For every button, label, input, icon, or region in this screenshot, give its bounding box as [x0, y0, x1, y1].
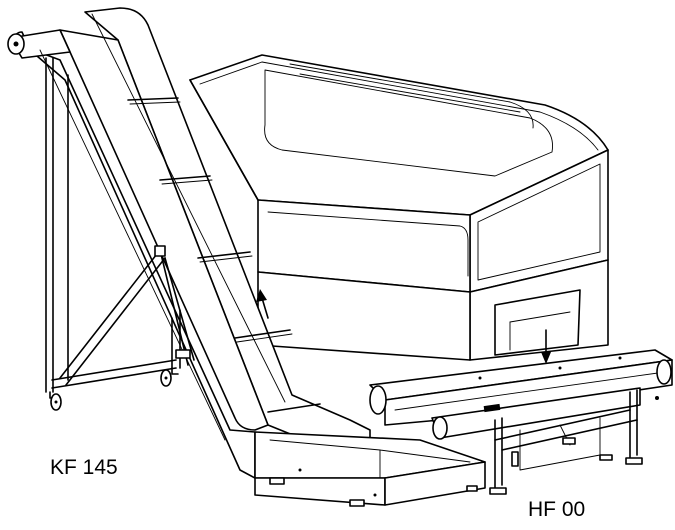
hopper-housing — [189, 54, 609, 361]
incline-conveyor — [7, 7, 486, 507]
feed-conveyor — [369, 349, 673, 495]
support-frame — [45, 57, 195, 411]
discharge-arrow — [541, 329, 551, 364]
feed-conveyor-label: HF 00 — [528, 498, 586, 521]
incline-conveyor-label: KF 145 — [50, 456, 118, 479]
